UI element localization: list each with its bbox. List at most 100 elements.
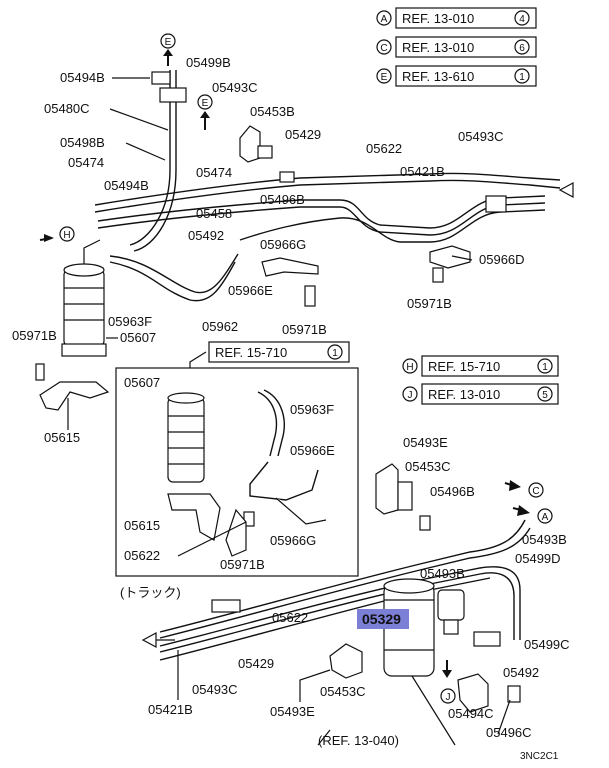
label-05971b-mid: 05971B	[282, 322, 327, 337]
marker-h-label: H	[63, 230, 70, 241]
up-arrow-icon	[200, 111, 210, 118]
label-05493c-top: 05493C	[212, 80, 258, 95]
bolt-05496b-bottom[interactable]	[419, 515, 431, 531]
label-05493e-top: 05493E	[403, 435, 448, 450]
label-05492-top: 05492	[188, 228, 224, 243]
label-05480c: 05480C	[44, 101, 90, 116]
label-05421b-top: 05421B	[400, 164, 445, 179]
ref-box-h[interactable]: H REF. 15-710 1	[402, 355, 559, 377]
marker-h[interactable]: H	[39, 226, 75, 242]
inset-ref-box[interactable]	[208, 341, 350, 363]
label-05966d: 05966D	[479, 252, 525, 267]
bracket-05966g[interactable]	[261, 257, 319, 277]
clip-05453b[interactable]	[239, 125, 273, 163]
ref-num: 1	[542, 362, 548, 373]
marker-e-top[interactable]: E	[160, 33, 176, 66]
label-05494b-top: 05494B	[60, 70, 105, 85]
ref-num: 1	[519, 72, 525, 83]
label-05493b-mid: 05493B	[420, 566, 465, 581]
bolt-05496b[interactable]	[279, 171, 295, 183]
connector-05499b	[159, 87, 187, 103]
highlight-05329[interactable]	[357, 609, 409, 629]
clamp-05966d[interactable]	[429, 245, 471, 283]
label-05499c: 05499C	[524, 637, 570, 652]
ref-circle-label: J	[408, 390, 413, 401]
marker-j[interactable]: J	[440, 660, 456, 704]
ref-num: 4	[519, 14, 525, 25]
label-05622-bottom: 05622	[272, 610, 308, 625]
ref-box-e[interactable]: E REF. 13-610 1	[376, 65, 537, 87]
right-arrow-icon	[509, 480, 521, 491]
label-05963f-inset: 05963F	[290, 402, 334, 417]
up-arrow-icon	[163, 49, 173, 56]
ref-text: REF. 15-710	[428, 359, 500, 374]
ref-box-c[interactable]: C REF. 13-010 6	[376, 36, 537, 58]
fuel-pump-top[interactable]	[61, 239, 107, 357]
lower-pipe-bundle	[159, 519, 531, 661]
label-05474-b: 05474	[196, 165, 232, 180]
marker-e-mid[interactable]: E	[197, 94, 213, 130]
upper-pipe-bundle	[94, 172, 561, 243]
label-05499b: 05499B	[186, 55, 231, 70]
ref-text: REF. 13-010	[428, 387, 500, 402]
label-05962: 05962	[202, 319, 238, 334]
marker-c[interactable]: C	[504, 480, 544, 498]
label-05453c-top: 05453C	[405, 459, 451, 474]
flow-arrow-icon	[141, 631, 157, 649]
down-arrow-icon	[442, 670, 452, 678]
label-05966e-top: 05966E	[228, 283, 273, 298]
clip-05493c-bottom[interactable]	[211, 599, 241, 613]
hose-05492-bottom[interactable]	[473, 631, 501, 647]
label-05492-bottom: 05492	[503, 665, 539, 680]
label-05458: 05458	[196, 206, 232, 221]
hose-inset	[257, 391, 278, 457]
right-arrow-icon	[44, 234, 54, 242]
bracket-05615-top[interactable]	[35, 363, 110, 411]
marker-a-label: A	[542, 512, 549, 523]
ref-text: REF. 13-010	[402, 40, 474, 55]
inset-truck-box: REF. 15-710 1	[115, 341, 359, 577]
ref-box-j[interactable]: J REF. 13-010 5	[402, 383, 559, 405]
label-05493b-right: 05493B	[522, 532, 567, 547]
marker-e-label: E	[165, 37, 172, 48]
flow-arrow-icon	[558, 181, 574, 199]
ref-circle-label: C	[380, 43, 387, 54]
label-05474-a: 05474	[68, 155, 104, 170]
ref-num: 5	[542, 390, 548, 401]
ref-circle-label: A	[381, 14, 388, 25]
label-05971b-right: 05971B	[407, 296, 452, 311]
ref-box-a[interactable]: A REF. 13-010 4	[376, 7, 537, 29]
label-05429-top: 05429	[285, 127, 321, 142]
label-05421b-bottom: 05421B	[148, 702, 193, 717]
label-05496c: 05496C	[486, 725, 532, 740]
part-05329-label: 05329	[362, 611, 401, 627]
right-arrow-icon	[517, 505, 530, 516]
ref-circle-label: E	[381, 72, 388, 83]
label-05607-top: 05607	[120, 330, 156, 345]
label-05615-top: 05615	[44, 430, 80, 445]
clip-05493e-top[interactable]	[375, 463, 399, 515]
marker-e-label: E	[202, 98, 209, 109]
bolt-05971b[interactable]	[304, 285, 316, 307]
label-05493c-right: 05493C	[458, 129, 504, 144]
label-05453c-bottom: 05453C	[320, 684, 366, 699]
marker-a[interactable]: A	[512, 505, 553, 524]
label-05607-inset: 05607	[124, 375, 160, 390]
label-05499d: 05499D	[515, 551, 561, 566]
clip-05493e-bottom[interactable]	[329, 643, 363, 679]
hose-05962	[109, 261, 236, 302]
bracket-05494c[interactable]	[457, 673, 489, 713]
clip-05453c-top[interactable]	[397, 481, 413, 511]
ref-text: REF. 13-610	[402, 69, 474, 84]
fuel-pump-inset[interactable]	[167, 392, 221, 541]
label-05966g-top: 05966G	[260, 237, 306, 252]
inset-ref-text: REF. 15-710	[215, 345, 287, 360]
canister-05329[interactable]	[383, 578, 465, 677]
inset-caption: (トラック)	[120, 585, 181, 600]
clip-05493c[interactable]	[485, 195, 507, 213]
ref-13-040-label[interactable]: (REF. 13-040)	[318, 733, 399, 748]
label-05496b-top: 05496B	[260, 192, 305, 207]
bolt-05496c[interactable]	[507, 685, 521, 703]
label-05493e-bottom: 05493E	[270, 704, 315, 719]
